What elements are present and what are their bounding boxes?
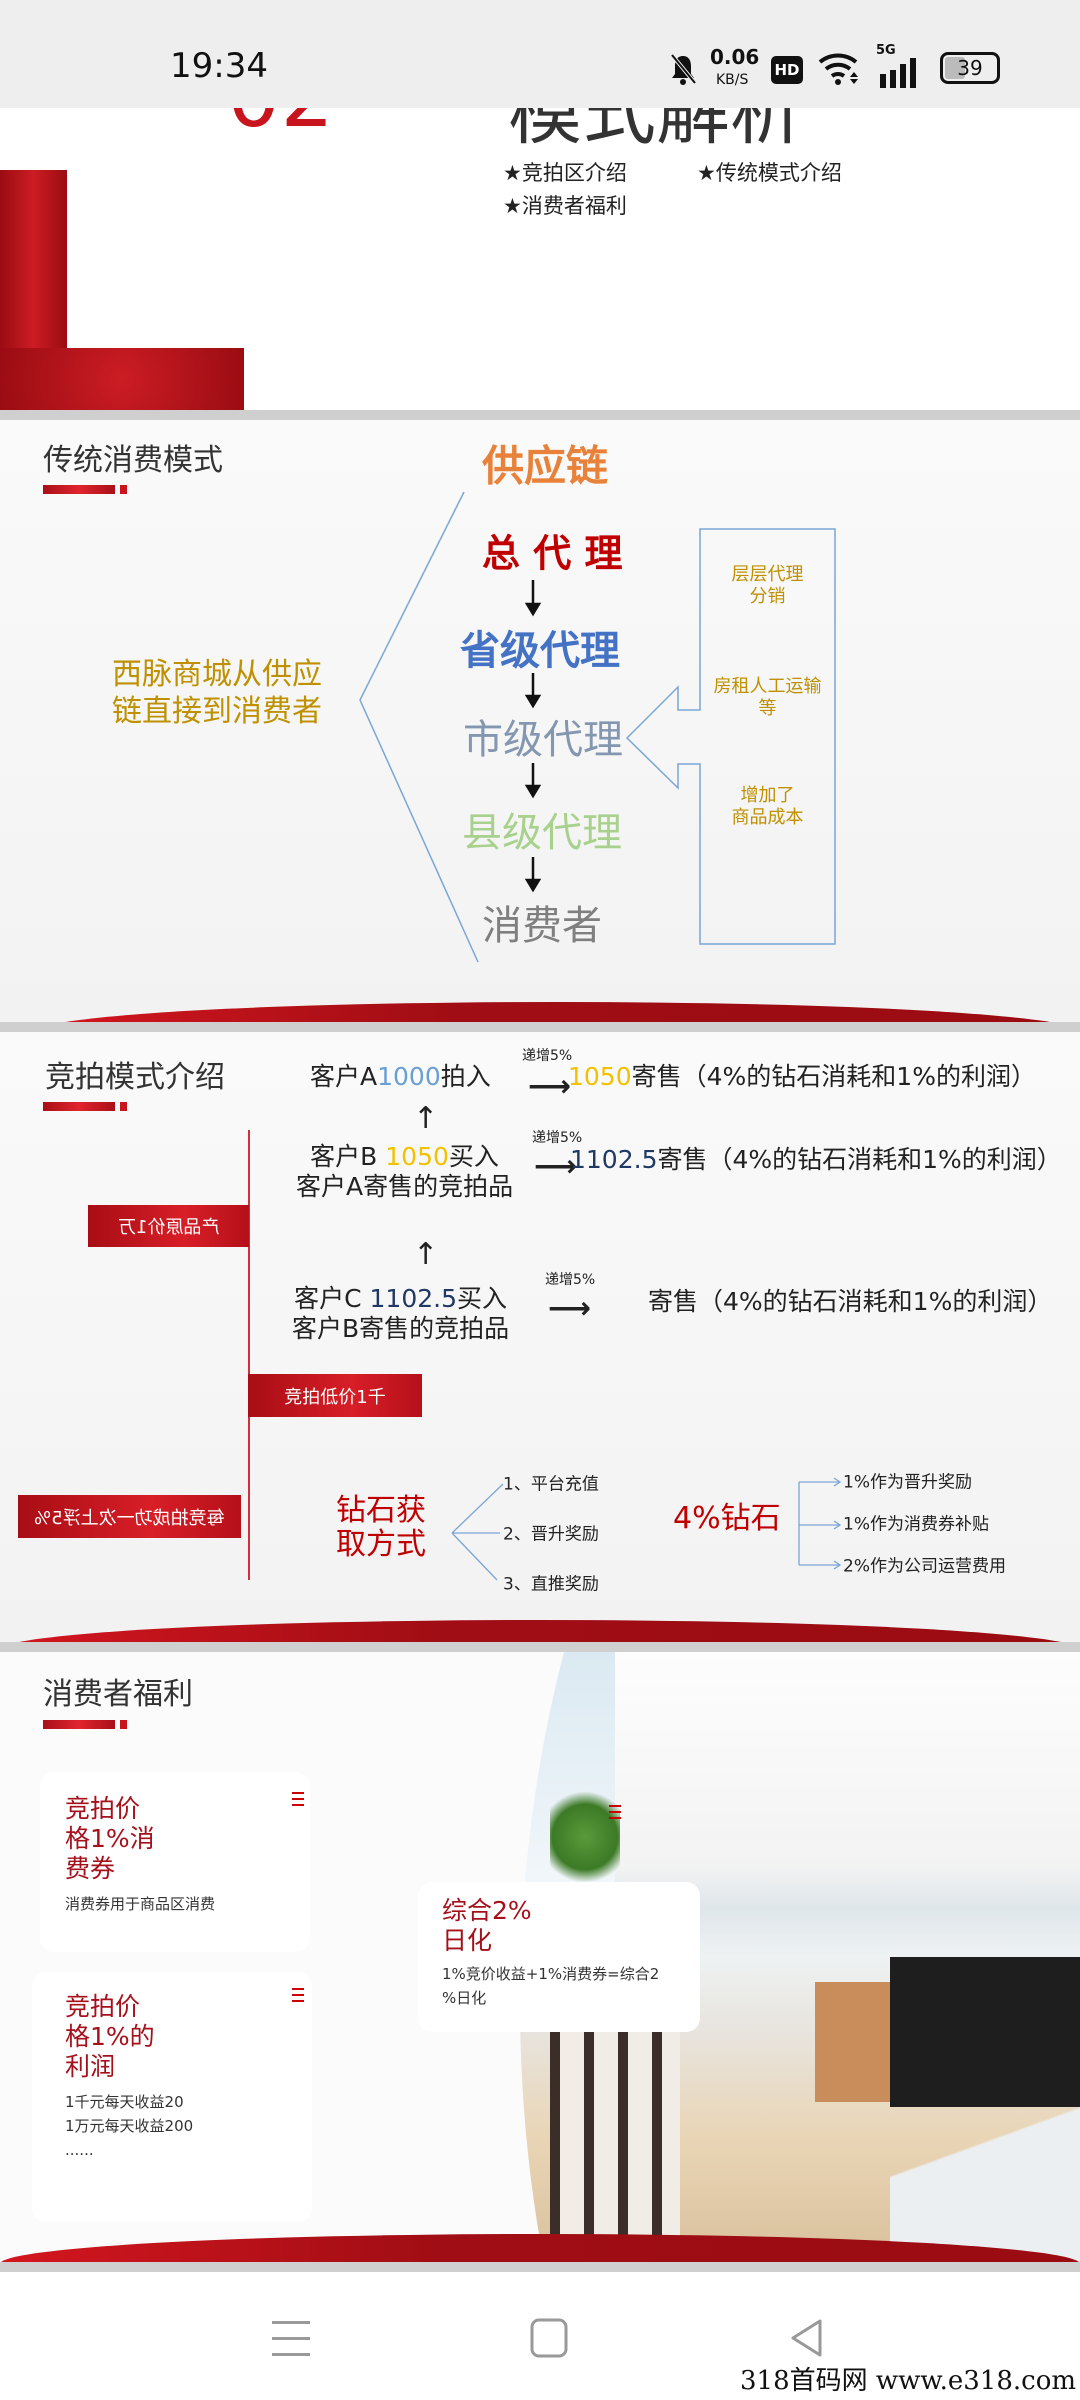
- diamond-use: 1%作为消费券补贴: [843, 1514, 989, 1535]
- box-float-up: 每竞拍成功一次上浮5%: [18, 1495, 241, 1538]
- bullet-consumer: ★消费者福利: [503, 194, 627, 218]
- chain-general-agent: 总 代 理: [482, 531, 623, 576]
- increment-label: 递增5%: [532, 1130, 583, 1146]
- row-c-buy: 客户C 1102.5买入 客户B寄售的竞拍品: [292, 1284, 510, 1343]
- diamond-way: 3、直推奖励: [503, 1574, 599, 1595]
- home-icon[interactable]: [530, 2318, 568, 2358]
- row-a-buy: 客户A1000拍入: [310, 1062, 491, 1091]
- row-a-sell: 1050寄售（4%的钻石消耗和1%的利润）: [568, 1062, 1036, 1091]
- direct-supply-note: 西脉商城从供应链直接到消费者: [112, 656, 322, 730]
- battery-level: 39: [957, 56, 983, 80]
- chain-consumer: 消费者: [482, 903, 602, 949]
- branch-lines: [451, 1477, 842, 1581]
- note-costs: 房租人工运输等: [713, 676, 822, 719]
- note-increased-cost: 增加了商品成本: [731, 785, 804, 828]
- four-percent-title: 4%钻石: [673, 1501, 781, 1536]
- card-title: 竞拍价格1%的利润: [65, 1992, 155, 2081]
- slide-contents: 02 模式解析 ★竞拍区介绍 ★传统模式介绍 ★消费者福利: [0, 108, 1080, 410]
- benefit-card-daily: 综合2%日化 1%竞价收益+1%消费券=综合2%日化: [418, 1882, 700, 2032]
- increment-label: 递增5%: [545, 1272, 596, 1288]
- menu-decoration-icon: [292, 1988, 304, 2002]
- diamond-use: 1%作为晋升奖励: [843, 1472, 972, 1493]
- network-type: 5G: [876, 43, 896, 58]
- increment-label: 递增5%: [522, 1048, 573, 1064]
- card-desc: 1%竞价收益+1%消费券=综合2%日化: [442, 1965, 660, 2007]
- diamond-way: 2、晋升奖励: [503, 1524, 599, 1545]
- slide-title: 传统消费模式: [43, 443, 223, 478]
- note-line: 链直接到消费者: [112, 694, 322, 729]
- slide-title: 竞拍模式介绍: [45, 1060, 225, 1095]
- battery-icon: 39: [940, 52, 1000, 84]
- section-number: 02: [227, 108, 334, 146]
- slide-auction: 竞拍模式介绍 客户A1000拍入 递增5% ⟶ 1050寄售（4%的钻石消耗和1…: [0, 1032, 1080, 1644]
- row-c-sell: 寄售（4%的钻石消耗和1%的利润）: [648, 1287, 1053, 1316]
- chain-supply: 供应链: [482, 441, 609, 491]
- clock: 19:34: [170, 46, 268, 86]
- timeline-line: [248, 1130, 250, 1580]
- arrow-right-icon: ⟶: [534, 1149, 578, 1184]
- chain-province-agent: 省级代理: [460, 628, 620, 674]
- arrow-up-icon: ↑: [413, 1237, 439, 1272]
- status-bar: 19:34 0.06 KB/S HD 5G 39: [0, 0, 1080, 108]
- slide-title: 消费者福利: [43, 1677, 193, 1712]
- diamond-use: 2%作为公司运营费用: [843, 1556, 1006, 1577]
- chain-county-agent: 县级代理: [462, 810, 622, 856]
- box-auction-low-price: 竞拍低价1千: [248, 1374, 422, 1417]
- box-original-price: 产品原价1万: [88, 1205, 249, 1247]
- bullet-traditional: ★传统模式介绍: [697, 161, 842, 185]
- navigation-bar: 318首码网 www.e318.com: [0, 2272, 1080, 2400]
- back-icon[interactable]: [788, 2318, 824, 2358]
- diamond-way: 1、平台充值: [503, 1474, 599, 1495]
- benefit-card-voucher: 竞拍价格1%消费券 消费券用于商品区消费: [40, 1772, 310, 1952]
- card-title: 综合2%日化: [442, 1896, 532, 1955]
- net-unit: KB/S: [716, 72, 749, 88]
- diagram-lines: [359, 491, 836, 963]
- note-layered: 层层代理分销: [731, 564, 804, 607]
- wifi-icon: [818, 53, 858, 85]
- bullet-auction: ★竞拍区介绍: [503, 161, 627, 185]
- row-b-sell: 1102.5寄售（4%的钻石消耗和1%的利润）: [570, 1145, 1062, 1174]
- bell-muted-icon: [670, 53, 697, 85]
- arrow-right-icon: ⟶: [528, 1069, 572, 1104]
- slide-consumer: 消费者福利 竞拍价格1%消费券 消费券用于商品区消费 综合2%日化 1%竞价收益…: [0, 1652, 1080, 2262]
- signal-icon: [880, 58, 916, 88]
- diamond-ways-title: 钻石获取方式: [336, 1493, 426, 1562]
- row-b-buy: 客户B 1050买入 客户A寄售的竞拍品: [296, 1142, 514, 1201]
- chain-city-agent: 市级代理: [463, 717, 623, 763]
- card-desc: 消费券用于商品区消费: [65, 1895, 216, 1913]
- red-l-decoration-base: [0, 348, 244, 410]
- section-title: 模式解析: [508, 108, 804, 155]
- watermark: 318首码网 www.e318.com: [740, 2366, 1076, 2396]
- menu-icon[interactable]: [272, 2319, 310, 2359]
- card-title: 竞拍价格1%消费券: [65, 1794, 155, 1883]
- hd-icon: HD: [771, 56, 803, 84]
- net-speed: 0.06: [710, 45, 760, 69]
- arrow-right-icon: ⟶: [548, 1291, 592, 1326]
- slide-traditional: 传统消费模式 供应链 总 代 理 省级代理 市级代理 县级代理 消费者 西脉商城…: [0, 420, 1080, 1030]
- menu-decoration-icon: [292, 1792, 304, 1806]
- menu-decoration-icon: [609, 1805, 621, 1819]
- note-line: 西脉商城从供应: [112, 657, 322, 692]
- arrow-up-icon: ↑: [413, 1101, 439, 1136]
